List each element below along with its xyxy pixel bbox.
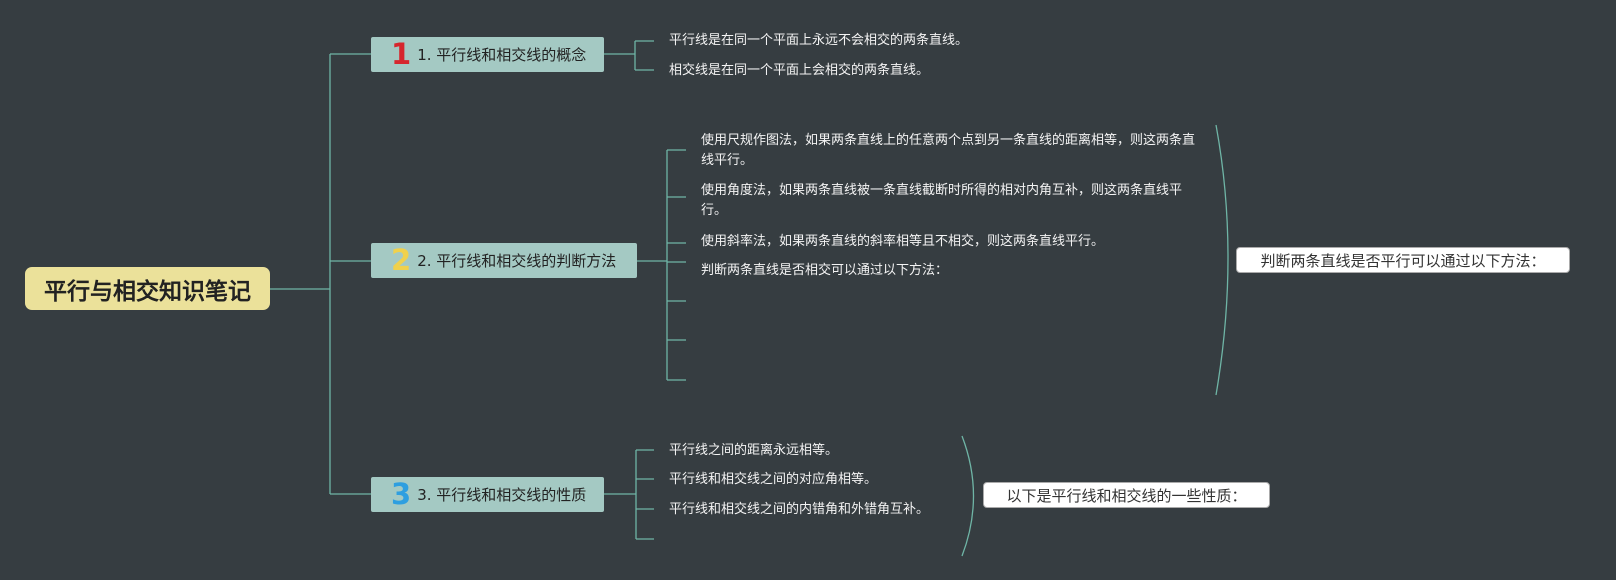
summary-label: 判断两条直线是否平行可以通过以下方法： xyxy=(1260,251,1546,270)
topic-properties[interactable]: 3 3. 平行线和相交线的性质 xyxy=(371,477,604,512)
topic-label: 1. 平行线和相交线的概念 xyxy=(417,46,587,64)
topic-concept[interactable]: 1 1. 平行线和相交线的概念 xyxy=(371,37,604,72)
topic3-connector xyxy=(604,449,654,540)
root-topic[interactable]: 平行与相交知识笔记 xyxy=(25,267,270,310)
leaf-item[interactable]: 相交线是在同一个平面上会相交的两条直线。 xyxy=(669,63,930,78)
leaf-item[interactable]: 平行线和相交线之间的对应角相等。 xyxy=(669,472,878,487)
leaf-item[interactable]: 使用斜率法，如果两条直线的斜率相等且不相交，则这两条直线平行。 xyxy=(701,234,1105,249)
topic2-connector xyxy=(637,149,686,381)
number-2-icon: 2 xyxy=(391,243,412,277)
topic-label: 2. 平行线和相交线的判断方法 xyxy=(417,252,617,270)
summary-label: 以下是平行线和相交线的一些性质： xyxy=(1006,486,1247,505)
topic-label: 3. 平行线和相交线的性质 xyxy=(417,486,587,504)
summary-brace-3 xyxy=(961,435,975,557)
summary-brace-2 xyxy=(1215,124,1229,396)
leaf-item[interactable]: 平行线和相交线之间的内错角和外错角互补。 xyxy=(669,502,930,517)
leaf-item[interactable]: 使用角度法，如果两条直线被一条直线截断时所得的相对内角互补，则这两条直线平行。 xyxy=(701,183,1183,218)
number-3-icon: 3 xyxy=(391,477,412,511)
topic-judgment-methods[interactable]: 2 2. 平行线和相交线的判断方法 xyxy=(371,243,637,278)
leaf-item[interactable]: 平行线是在同一个平面上永远不会相交的两条直线。 xyxy=(669,33,969,48)
leaf-item[interactable]: 平行线之间的距离永远相等。 xyxy=(669,443,839,458)
root-title: 平行与相交知识笔记 xyxy=(44,278,251,305)
summary-judgment[interactable]: 判断两条直线是否平行可以通过以下方法： xyxy=(1236,247,1570,273)
topic1-connector xyxy=(604,40,654,71)
leaf-item[interactable]: 使用尺规作图法，如果两条直线上的任意两个点到另一条直线的距离相等，则这两条直线平… xyxy=(701,133,1196,168)
leaf-item[interactable]: 判断两条直线是否相交可以通过以下方法： xyxy=(701,263,949,278)
summary-properties[interactable]: 以下是平行线和相交线的一些性质： xyxy=(983,482,1270,508)
number-1-icon: 1 xyxy=(391,37,412,71)
